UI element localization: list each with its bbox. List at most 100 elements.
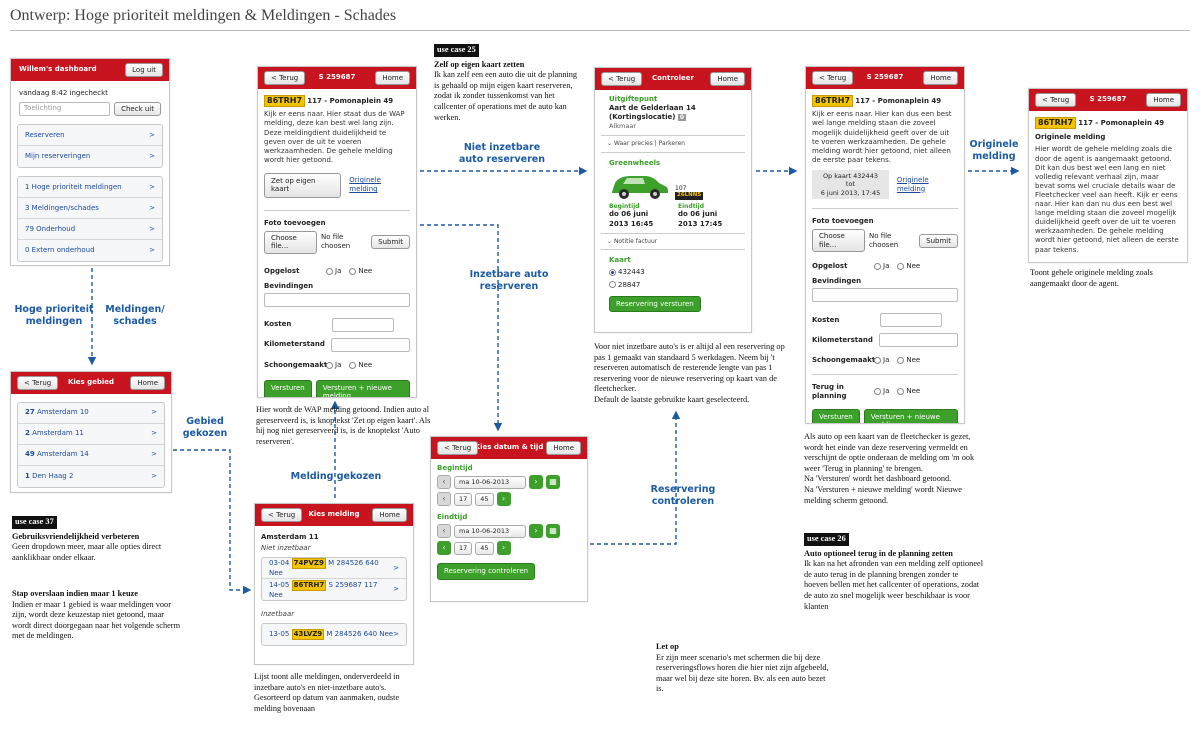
list-item[interactable]: 49 Amsterdam 14> (18, 445, 164, 466)
eind-min-select[interactable]: 45 (475, 541, 494, 555)
versturen-button[interactable]: Versturen (812, 408, 860, 423)
home-button[interactable]: Home (546, 441, 581, 456)
radio-ja[interactable] (874, 357, 881, 365)
radio-kaart-1[interactable] (609, 268, 616, 276)
dashboard-list-2: 1 Hoge prioriteit meldingen> 3 Meldingen… (17, 176, 163, 263)
versturen-nieuw-button[interactable]: Versturen + nieuwe melding (315, 379, 410, 397)
list-item[interactable]: 1 Hoge prioriteit meldingen> (18, 177, 162, 199)
back-button[interactable]: < Terug (601, 72, 643, 87)
arrow-datum-to-controleer (590, 410, 681, 545)
checkout-button[interactable]: Check uit (114, 102, 161, 117)
note-let-op: Let op Er zijn meer scenario's met scher… (656, 642, 829, 694)
table-row[interactable]: 14-05 86TRH7 S 259687 117 Nee> (269, 579, 399, 599)
logout-button[interactable]: Log uit (125, 63, 163, 78)
chevron-right-icon[interactable]: › (529, 475, 543, 490)
reservering-versturen-button[interactable]: Reservering versturen (609, 295, 701, 313)
gebied-header: < Terug Kies gebied Home (11, 372, 171, 394)
radio-ja[interactable] (874, 388, 881, 396)
back-button[interactable]: < Terug (261, 508, 303, 523)
radio-nee[interactable] (897, 388, 905, 396)
radio-nee[interactable] (897, 357, 905, 365)
radio-nee[interactable] (897, 263, 905, 271)
list-item[interactable]: 0 Extern onderhoud> (25, 246, 155, 255)
eind-date-select[interactable]: ma 10-06-2013 (454, 524, 526, 538)
dashboard-list-1: Reserveren> Mijn reserveringen> (17, 124, 163, 169)
chevron-left-icon[interactable]: ‹ (437, 475, 451, 490)
waar-precies-toggle[interactable]: ⌄ Waar precies | Parkeren (607, 139, 685, 147)
list-item[interactable]: 3 Meldingen/schades> (18, 198, 162, 220)
submit-button[interactable]: Submit (371, 235, 410, 250)
section-inzetbaar: Inzetbaar (261, 610, 295, 619)
chevron-left-icon[interactable]: ‹ (437, 524, 451, 539)
melding-list-1: 03-04 74PVZ9 M 284526 640 Nee> 14-05 86T… (261, 557, 407, 602)
begin-value: do 06 juni 2013 16:45 (609, 210, 654, 228)
license-plate: 86TRH7 (812, 95, 854, 108)
original-melding-link[interactable]: Originele melding (896, 175, 929, 193)
radio-kaart-2[interactable] (609, 281, 616, 289)
kosten-input[interactable] (332, 317, 394, 332)
begin-min-select[interactable]: 45 (475, 492, 494, 506)
chevron-right-icon[interactable]: › (496, 541, 511, 556)
kilometerstand-input[interactable] (331, 337, 410, 352)
label-gebied-gekozen: Gebied gekozen (182, 416, 228, 439)
reservering-controleren-button[interactable]: Reservering controleren (437, 563, 536, 580)
home-button[interactable]: Home (375, 71, 410, 86)
list-item[interactable]: Mijn reserveringen> (25, 152, 155, 161)
list-item[interactable]: 27 Amsterdam 10> (18, 403, 164, 424)
home-button[interactable]: Home (1146, 93, 1181, 108)
radio-ja[interactable] (326, 361, 333, 369)
bevindingen-input[interactable] (264, 292, 410, 307)
kilometerstand-input[interactable] (879, 333, 958, 348)
eind-hour-select[interactable]: 17 (454, 541, 473, 555)
calendar-icon[interactable]: ▦ (546, 524, 560, 539)
table-row[interactable]: 03-04 74PVZ9 M 284526 640 Nee> (262, 558, 406, 580)
home-button[interactable]: Home (710, 72, 745, 87)
back-button[interactable]: < Terug (437, 441, 479, 456)
table-row[interactable]: 13-05 43LVZ9 M 284526 640 Nee> (262, 624, 406, 645)
opgelost-label: Opgelost (264, 266, 300, 275)
back-button[interactable]: < Terug (264, 71, 306, 86)
original-melding-link[interactable]: Originele melding (349, 176, 381, 194)
zet-op-eigen-kaart-button[interactable]: Zet op eigen kaart (264, 172, 342, 198)
begin-hour-select[interactable]: 17 (454, 492, 473, 506)
back-button[interactable]: < Terug (17, 376, 59, 391)
begintijd-label: Begintijd (437, 464, 473, 472)
chevron-right-icon: > (149, 246, 155, 255)
controleer-screen: < Terug Controleer Home Uitgiftepunt Aar… (594, 67, 752, 333)
begin-date-select[interactable]: ma 10-06-2013 (454, 475, 526, 489)
list-item[interactable]: 2 Amsterdam 11> (18, 424, 164, 445)
chevron-right-icon[interactable]: › (496, 492, 511, 507)
radio-nee[interactable] (349, 361, 357, 369)
submit-button[interactable]: Submit (919, 233, 958, 248)
area-name: Amsterdam 11 (261, 533, 319, 541)
choose-file-button[interactable]: Choose file... (264, 230, 317, 254)
note-toont-origineel: Toont gehele originele melding zoals aan… (1030, 268, 1153, 288)
radio-nee[interactable] (349, 267, 357, 275)
chevron-right-icon: > (149, 130, 155, 139)
back-button[interactable]: < Terug (1035, 93, 1077, 108)
begintijd-label: Begintijd (609, 202, 640, 210)
home-button[interactable]: Home (372, 508, 407, 523)
home-button[interactable]: Home (923, 71, 958, 86)
notitie-toggle[interactable]: ⌄ Notitie factuur (607, 237, 658, 245)
explain-input[interactable]: Toelichting (19, 102, 111, 117)
list-item[interactable]: Reserveren> (18, 125, 162, 147)
versturen-nieuw-button[interactable]: Versturen + nieuwe melding (863, 408, 958, 423)
list-item[interactable]: 1 Den Haag 2> (25, 471, 157, 480)
radio-ja[interactable] (874, 263, 881, 271)
back-button[interactable]: < Terug (812, 71, 854, 86)
kosten-input[interactable] (880, 313, 942, 328)
home-button[interactable]: Home (130, 376, 165, 391)
list-item[interactable]: 79 Onderhoud> (18, 219, 162, 241)
radio-ja[interactable] (326, 267, 333, 275)
calendar-icon[interactable]: ▦ (546, 475, 560, 490)
choose-file-button[interactable]: Choose file... (812, 229, 865, 253)
melding-header: < Terug Kies melding Home (255, 504, 413, 526)
bevindingen-input[interactable] (812, 288, 958, 303)
chevron-right-icon[interactable]: › (529, 524, 543, 539)
chevron-left-icon[interactable]: ‹ (437, 492, 451, 507)
no-file-text: No file choosen (868, 231, 899, 249)
versturen-button[interactable]: Versturen (264, 379, 312, 397)
chevron-left-icon[interactable]: ‹ (437, 541, 451, 556)
